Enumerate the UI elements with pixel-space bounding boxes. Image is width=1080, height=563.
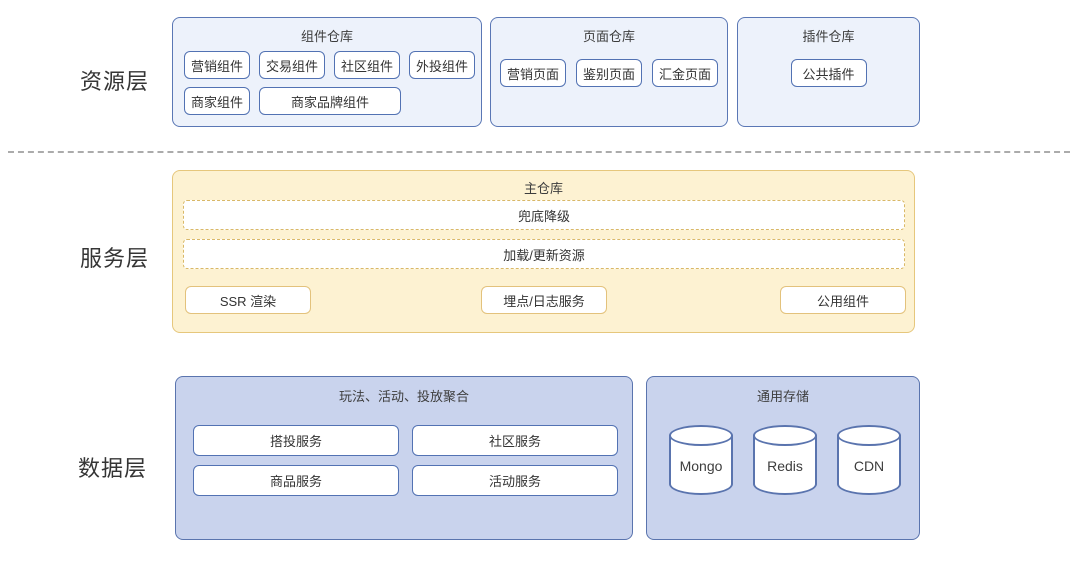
load-update-resource-bar: 加载/更新资源 [183,239,905,269]
component-repo-panel: 组件仓库 营销组件 交易组件 社区组件 外投组件 商家组件 商家品牌组件 [172,17,482,127]
chip-activity-service: 活动服务 [412,465,618,496]
chip-merchant-component: 商家组件 [184,87,250,115]
database-cylinder-redis-icon: Redis [753,425,817,495]
main-repo-title: 主仓库 [523,181,563,196]
chip-build-deliver-service: 搭投服务 [193,425,399,456]
ssr-render-chip: SSR 渲染 [185,286,311,314]
chip-community-service: 社区服务 [412,425,618,456]
chip-community-component: 社区组件 [334,51,400,79]
chip-authenticate-page: 鉴别页面 [576,59,642,87]
chip-marketing-page: 营销页面 [500,59,566,87]
cylinder-top [669,425,733,446]
chip-merchant-brand-component: 商家品牌组件 [259,87,401,115]
storage-title: 通用存储 [756,389,809,404]
plugin-repo-row: 公共插件 [738,59,919,87]
page-repo-title: 页面仓库 [582,29,635,44]
layer-label-service: 服务层 [80,246,150,271]
layer-label-resource: 资源层 [80,69,150,94]
storage-panel: 通用存储 Mongo Redis CDN [646,376,920,540]
chip-external-component: 外投组件 [409,51,475,79]
aggregation-panel: 玩法、活动、投放聚合 搭投服务 社区服务 商品服务 活动服务 [175,376,633,540]
page-repo-row: 营销页面 鉴别页面 汇金页面 [491,59,727,87]
fallback-degrade-bar: 兜底降级 [183,200,905,230]
main-repo-panel: 主仓库 兜底降级 加载/更新资源 SSR 渲染 埋点/日志服务 公用组件 [172,170,915,333]
redis-label: Redis [767,458,803,474]
aggregation-title: 玩法、活动、投放聚合 [338,389,469,404]
component-repo-row1: 营销组件 交易组件 社区组件 外投组件 [184,51,475,79]
tracking-log-service-chip: 埋点/日志服务 [481,286,607,314]
chip-marketing-component: 营销组件 [184,51,250,79]
layer-divider [8,151,1070,153]
chip-huijin-page: 汇金页面 [652,59,718,87]
chip-public-plugin: 公共插件 [790,59,867,87]
mongo-label: Mongo [679,458,723,474]
page-repo-panel: 页面仓库 营销页面 鉴别页面 汇金页面 [490,17,728,127]
database-cylinder-mongo-icon: Mongo [669,425,733,495]
database-cylinder-cdn-icon: CDN [837,425,901,495]
cylinder-top [837,425,901,446]
plugin-repo-panel: 插件仓库 公共插件 [737,17,920,127]
chip-trade-component: 交易组件 [259,51,325,79]
component-repo-title: 组件仓库 [300,29,353,44]
public-component-chip: 公用组件 [780,286,906,314]
cylinder-top [753,425,817,446]
chip-product-service: 商品服务 [193,465,399,496]
plugin-repo-title: 插件仓库 [802,29,855,44]
layer-label-data: 数据层 [78,456,148,481]
storage-cylinders-row: Mongo Redis CDN [669,425,901,495]
component-repo-row2: 商家组件 商家品牌组件 [184,87,401,115]
cdn-label: CDN [853,458,885,474]
